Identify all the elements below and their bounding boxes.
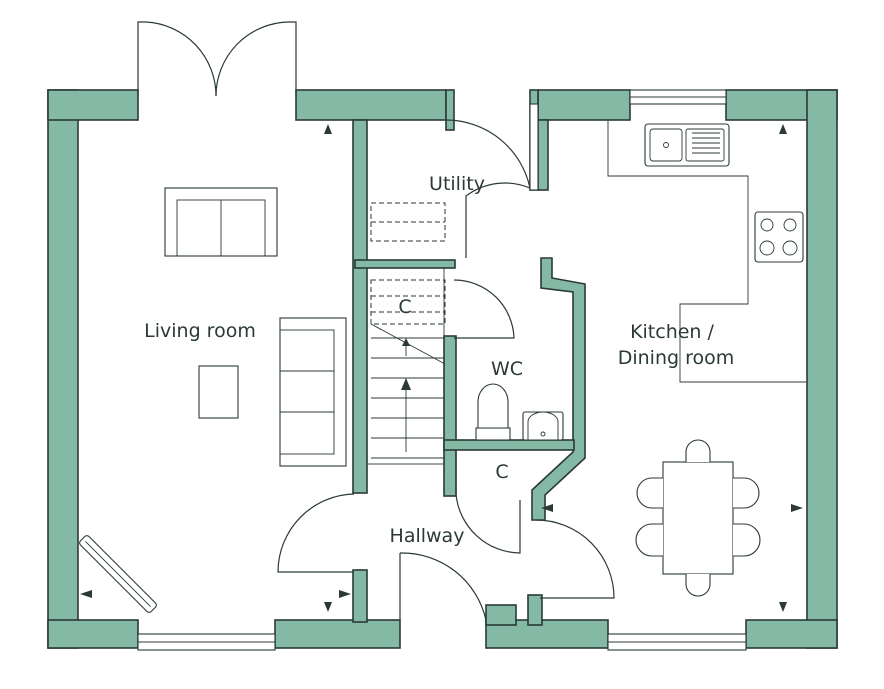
outer-walls (47, 89, 838, 649)
internal-walls (352, 89, 586, 626)
radiator (79, 535, 157, 613)
sofa-right (279, 317, 347, 467)
living-furniture (79, 187, 347, 613)
room-labels: Living room Kitchen / Dining room Utilit… (144, 173, 734, 547)
label-cupboard-hall: C (495, 461, 508, 483)
label-wc: WC (491, 358, 523, 380)
dimension-markers (80, 124, 803, 612)
toilet-bowl (477, 383, 509, 429)
dining-table (635, 439, 761, 597)
windows (137, 89, 747, 651)
label-kitchen-line2: Dining room (618, 347, 735, 369)
toilet-cistern (475, 427, 511, 441)
staircase (366, 202, 446, 465)
label-kitchen-line1: Kitchen / (630, 321, 714, 343)
doors (137, 21, 615, 621)
window-utility-side (529, 103, 539, 191)
label-hallway: Hallway (390, 525, 465, 547)
sink (644, 123, 730, 167)
hob (754, 211, 804, 263)
label-cupboard-stairs: C (398, 296, 411, 318)
label-utility: Utility (429, 173, 485, 195)
label-living-room: Living room (144, 320, 256, 342)
kitchen-worktops (607, 120, 807, 383)
wc-fittings (475, 383, 564, 441)
coffee-table (198, 365, 239, 419)
